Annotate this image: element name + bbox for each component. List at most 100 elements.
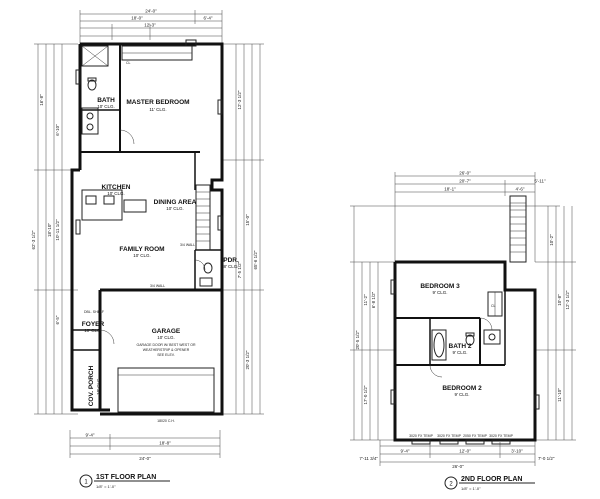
plan1-garage-note-1: GARAGE DOOR W/ BEST WEST OR xyxy=(137,343,196,347)
first-floor-plan: 24'-0" 18'-0" 6'-4" 12'-3" 16'-8" 18'-10… xyxy=(31,9,264,489)
plan2-left-c: 20'-5 1/2" xyxy=(355,330,360,349)
plan2-bed3-ceiling: 9' CLG. xyxy=(432,290,447,295)
plan1-left-e: 6'-5" xyxy=(55,315,60,324)
plan1-closet-note: CL xyxy=(126,61,131,65)
plan1-garage-note-3: SEE ELEV. xyxy=(157,353,175,357)
plan2-window-b: 3020 FX TEMP xyxy=(437,434,462,438)
plan1-garage-ceiling: 10' CLG. xyxy=(157,335,175,340)
plan2-closet-note: CL xyxy=(491,304,496,308)
plan1-shelf-note: DBL. SHELF xyxy=(84,310,104,314)
plan2-left-dimensions: 6'-8 1/2" 11'-2" 20'-5 1/2" 17'-0 1/2" xyxy=(350,206,395,441)
plan1-wall-note-2: 3/4 WALL xyxy=(150,284,165,288)
plan2-top-dimensions: 26'-0" 20'-7" 18'-1" 4'-6" 5'-11" xyxy=(350,171,560,262)
plan1-family-label: FAMILY ROOM xyxy=(119,246,164,253)
plan1-right-overall: 65'-6 1/2" xyxy=(253,250,258,269)
plan1-number-bubble xyxy=(79,474,93,488)
second-floor-plan: 26'-0" 20'-7" 18'-1" 4'-6" 5'-11" 6'-8 1… xyxy=(350,171,576,491)
plan2-number: 2 xyxy=(449,482,453,488)
plan2-left-d: 17'-0 1/2" xyxy=(363,385,368,404)
plan1-pdr-label: PDR. xyxy=(223,257,239,264)
plan1-top-b: 6'-4" xyxy=(204,16,213,21)
plan1-top-overall: 24'-0" xyxy=(145,9,157,14)
plan1-pdr-ceiling: 8' CLG. xyxy=(223,264,238,269)
plan1-title-block: 1 1ST FLOOR PLAN 1/8" = 1'-0" xyxy=(79,474,170,489)
plan1-slab-note: 18020 C.H. xyxy=(157,419,175,423)
plan1-bath-label: BATH xyxy=(97,97,115,104)
plan1-bottom-a: 9'-4" xyxy=(86,433,95,438)
plan2-top-b: 18'-1" xyxy=(444,187,456,192)
plan1-bottom-dimensions: 9'-4" 18'-8" 24'-0" xyxy=(69,430,221,461)
plan2-walls xyxy=(393,260,537,442)
plan1-garage-note-2: WEATHERSTRIP & OPENER xyxy=(143,348,190,352)
plan1-number: 1 xyxy=(84,480,88,486)
plan1-top-a: 18'-0" xyxy=(131,16,143,21)
plan2-top-a: 20'-7" xyxy=(459,179,471,184)
plan2-bottom-overall: 26'-0" xyxy=(452,464,464,469)
plan2-right-dimensions: 10'-2" 10'-8" 12'-3 1/2" 11'-10" xyxy=(535,206,576,441)
plan1-left-overall: 62'-3 1/2" xyxy=(31,230,36,249)
plan2-right-c: 12'-3 1/2" xyxy=(565,290,570,309)
plan2-fixtures xyxy=(390,195,540,445)
plan1-master-ceiling: 11' CLG. xyxy=(149,107,166,112)
plan2-notes: CL 3020 FX TEMP 3020 FX TEMP 2050 FX TEM… xyxy=(409,304,514,438)
plan1-master-label: MASTER BEDROOM xyxy=(126,99,189,106)
plan1-family-ceiling: 10' CLG. xyxy=(133,253,151,258)
plan2-number-bubble xyxy=(444,476,458,490)
plan2-right-d: 11'-10" xyxy=(557,388,562,402)
plan1-foyer-label: FOYER xyxy=(82,321,105,328)
plan1-left-c: 10'-11 1/2" xyxy=(55,219,60,241)
plan2-bed3-label: BEDROOM 3 xyxy=(420,283,460,290)
plan1-left-b: 18'-10" xyxy=(47,223,52,237)
plan2-bottom-a: 9'-4" xyxy=(401,449,410,454)
plan1-walls xyxy=(70,42,224,416)
plan2-bath2-ceiling: 9' CLG. xyxy=(452,350,467,355)
plan2-room-labels: BEDROOM 3 9' CLG. BATH 2 9' CLG. BEDROOM… xyxy=(420,283,482,397)
plan2-bottom-c: 3'-10" xyxy=(511,449,523,454)
plan1-garage-depth: 20'-3 1/2" xyxy=(245,350,250,369)
plan1-dining-ceiling: 10' CLG. xyxy=(166,206,184,211)
plan1-bottom-b: 18'-8" xyxy=(159,441,171,446)
plan2-bath2-label: BATH 2 xyxy=(449,343,472,350)
plan1-right-a: 12'-3 1/2" xyxy=(237,90,242,109)
plan2-bottom-left: 7'-11 3/4" xyxy=(359,456,378,461)
plan1-garage-label: GARAGE xyxy=(152,328,181,335)
plan1-notes: CL 3/4 WALL 3/4 WALL DBL. SHELF GARAGE D… xyxy=(84,61,196,423)
plan2-scale: 1/8" = 1'-0" xyxy=(461,486,481,491)
plan2-right-b: 10'-8" xyxy=(557,294,562,306)
plan1-top-c: 12'-3" xyxy=(144,23,156,28)
plan1-foyer-ceiling: 10' CLG. xyxy=(84,328,102,333)
plan2-bottom-dimensions: 9'-4" 12'-0" 3'-10" 26'-0" 7'-11 3/4" 7'… xyxy=(359,440,555,469)
plan1-left-d: 6'-10" xyxy=(55,124,60,136)
plan1-right-b: 15'-0" xyxy=(245,214,250,226)
plan1-kitchen-label: KITCHEN xyxy=(102,184,131,191)
plan1-bottom-overall: 24'-0" xyxy=(139,456,151,461)
plan1-wall-note: 3/4 WALL xyxy=(180,243,195,247)
plan2-window-d: 3020 FX TEMP xyxy=(489,434,514,438)
plan1-top-dimensions: 24'-0" 18'-0" 6'-4" 12'-3" xyxy=(79,9,223,44)
plan1-right-dimensions: 12'-3 1/2" 15'-0" 7'-5 1/2" 65'-6 1/2" 2… xyxy=(222,43,264,415)
plan1-title: 1ST FLOOR PLAN xyxy=(96,474,156,481)
plan1-left-dimensions: 16'-8" 18'-10" 10'-11 1/2" 62'-3 1/2" 6'… xyxy=(31,43,78,415)
plan2-left-a: 6'-8 1/2" xyxy=(371,291,376,308)
plan1-bath-ceiling: 10' CLG. xyxy=(97,104,115,109)
plan1-porch-ceiling: 10' CLG. xyxy=(96,377,101,395)
plan1-porch-label: COV. PORCH xyxy=(88,365,95,406)
plan1-scale: 1/8" = 1'-0" xyxy=(96,484,116,489)
plan2-window-c: 2050 FX TEMP xyxy=(463,434,488,438)
plan2-bottom-right: 7'-0 1/2" xyxy=(538,456,555,461)
plan2-top-overall: 26'-0" xyxy=(459,171,471,176)
plan1-room-labels: BATH 10' CLG. MASTER BEDROOM 11' CLG. KI… xyxy=(82,97,239,406)
plan2-left-b: 11'-2" xyxy=(363,294,368,306)
plan2-top-c: 4'-6" xyxy=(516,187,525,192)
plan1-kitchen-ceiling: 10' CLG. xyxy=(107,191,125,196)
plan2-top-d: 5'-11" xyxy=(534,179,546,184)
plan2-bottom-b: 12'-0" xyxy=(459,449,471,454)
plan2-bed2-ceiling: 9' CLG. xyxy=(454,392,469,397)
plan2-title: 2ND FLOOR PLAN xyxy=(461,476,522,483)
plan1-dining-label: DINING AREA xyxy=(154,199,197,206)
plan1-right-c: 7'-5 1/2" xyxy=(237,261,242,278)
plan2-right-a: 10'-2" xyxy=(549,234,554,246)
plan1-left-a: 16'-8" xyxy=(39,94,44,106)
plan2-title-block: 2 2ND FLOOR PLAN 1/8" = 1'-0" xyxy=(444,476,535,491)
